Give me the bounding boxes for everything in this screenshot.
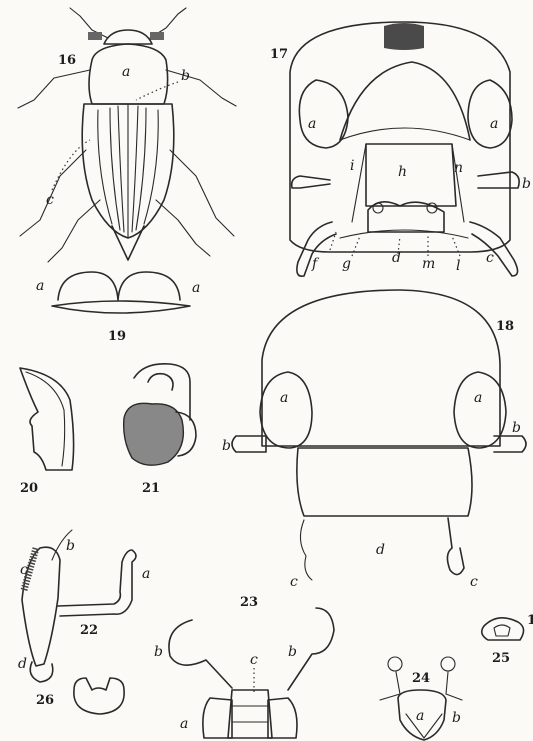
label-i: i [350,158,354,174]
figure-16-beetle: 16 a b c [18,8,236,262]
label-b-left: b [154,644,163,660]
label-a-right: a [490,116,498,132]
label-b: b [66,538,75,554]
label-a-right: a [474,390,482,406]
figure-20-mandible: 20 [20,368,74,496]
label-g: g [342,256,351,272]
label-b: b [181,68,190,84]
antenna-club-right [150,32,164,40]
head-capsule [262,290,500,446]
label-c: c [46,192,54,208]
palp-segments [58,550,136,616]
label-l: l [456,258,460,274]
figure-number-26: 26 [36,693,54,708]
head-capsule [290,22,510,252]
paraglossa-right [268,698,297,738]
figure-number-25: 25 [492,651,510,666]
palp-left [169,620,232,688]
antenna-club-left [88,32,102,40]
leg-mid-right [170,150,234,236]
outline [74,678,124,714]
antenna-base-left [292,176,330,188]
label-a-left: a [36,278,44,294]
figure-number-19: 19 [108,329,126,344]
label-b: b [452,710,461,726]
figure-number-22: 22 [80,623,98,638]
figure-number-18: 18 [496,319,514,334]
label-n: n [454,160,463,176]
figure-18-head: 18 a a b b c c d [222,290,526,590]
figure-partial-1: 1 [527,613,533,628]
label-a-right: a [192,280,200,296]
figure-number-24: 24 [412,671,430,686]
clypeus-dark-mark [384,23,424,50]
label-b-left: b [222,438,231,454]
label-a: a [416,708,424,724]
figure-17-head: 17 a a b c d f g h i l m n [270,22,531,276]
mentum [228,690,272,738]
label-b: b [522,176,531,192]
label-a-left: a [280,390,288,406]
label-m: m [422,256,435,272]
labrum-h [366,144,456,206]
label-c: c [486,250,494,266]
label-b-right: b [512,420,521,436]
outline-upper [58,272,180,300]
eye-right [468,80,512,148]
label-d: d [376,542,385,558]
figure-number-16: 16 [58,53,76,68]
head [104,30,152,44]
label-a: a [142,566,150,582]
figure-24: 24 a b [380,657,462,740]
leg-hind-left [48,200,100,262]
label-c-right: c [470,574,478,590]
figure-number-20: 20 [20,481,38,496]
figure-19: a a 19 [36,272,200,344]
maxilla-shaded-body [124,403,184,465]
leg-front-left [18,70,90,108]
figure-number-17: 17 [270,47,288,62]
outline [482,618,524,640]
eye-left [260,372,312,448]
paraglossa-left [203,698,232,738]
figure-22: c b a d 22 [18,530,150,682]
label-c-left: c [290,574,298,590]
palp-left [300,520,312,580]
label-a: a [122,64,130,80]
leg-hind-right [156,200,210,256]
antenna-base-right [478,172,519,188]
label-f: f [311,256,320,272]
palp-right [447,518,464,575]
label-h: h [398,164,407,180]
figure-23: 23 b b c a [154,595,334,738]
label-c: c [20,562,28,578]
label-d: d [392,250,401,266]
label-c: c [250,652,258,668]
label-d: d [18,656,27,672]
label-a-left: a [308,116,316,132]
leg-front-right [166,70,236,106]
figure-number-23: 23 [240,595,258,610]
label-b-right: b [288,644,297,660]
label-a: a [180,716,188,732]
labrum-d [297,448,472,516]
figure-number-21: 21 [142,481,160,496]
figure-25: 1 25 [482,613,533,666]
antenna-left [232,436,266,452]
figure-21-maxilla: 21 [124,364,196,496]
figure-26: 26 [36,678,124,714]
outline-lower [52,301,190,313]
